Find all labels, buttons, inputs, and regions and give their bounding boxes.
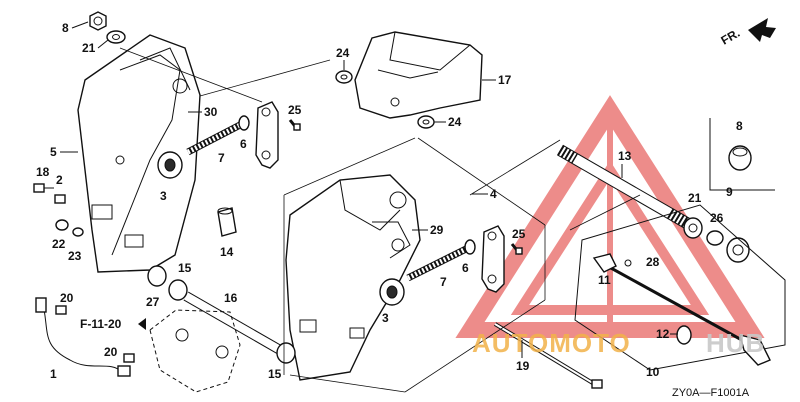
- part-callouts: 8 21 5 30 25 24 17 24 6 7 3 18 2 22 23 1…: [36, 21, 743, 381]
- ground-bolt-upper: [55, 305, 67, 315]
- callout-23: 23: [68, 249, 82, 263]
- callout-15-upper: 15: [178, 261, 192, 275]
- callout-28: 28: [646, 255, 660, 269]
- tilt-lock-bracket: [354, 31, 483, 119]
- callout-16: 16: [224, 291, 238, 305]
- callout-8-right: 8: [736, 119, 743, 133]
- callout-7-lower: 7: [440, 275, 447, 289]
- small-bolt-upper: [288, 119, 301, 131]
- callout-20-upper: 20: [60, 291, 74, 305]
- callout-15-lower: 15: [268, 367, 282, 381]
- collar-15-lower: [276, 342, 296, 364]
- tilt-rod-bolt-lower: [406, 239, 476, 282]
- callout-11: 11: [598, 273, 611, 287]
- callout-6-top: 6: [240, 137, 247, 151]
- small-bolt-lower: [510, 243, 523, 255]
- callout-3-lower: 3: [382, 311, 389, 325]
- callout-12: 12: [656, 327, 670, 341]
- tilt-tube: [557, 144, 693, 231]
- ground-cable: [35, 297, 131, 377]
- collar: [217, 207, 237, 237]
- right-stern-bracket: [285, 174, 421, 381]
- callout-27: 27: [146, 295, 160, 309]
- swivel-case-reference: [138, 309, 241, 393]
- tilt-lever-assembly: [574, 204, 786, 371]
- collar-15-upper: [168, 279, 188, 301]
- callout-3-top: 3: [160, 189, 167, 203]
- left-stern-bracket: [77, 34, 201, 273]
- washer-small: [55, 219, 84, 237]
- callout-17: 17: [498, 73, 512, 87]
- through-bolt: [493, 322, 603, 389]
- callout-25-top: 25: [288, 103, 302, 117]
- washer: [106, 30, 126, 44]
- callout-30: 30: [204, 105, 218, 119]
- callout-14: 14: [220, 245, 234, 259]
- callout-10: 10: [646, 365, 660, 379]
- nut: [89, 11, 107, 31]
- washer-24-lower: [417, 115, 435, 129]
- watermark-text: AUTOMOTO HUB: [472, 328, 765, 358]
- front-direction-arrow: FR.: [719, 18, 776, 48]
- ground-bolt-lower: [123, 353, 135, 363]
- cross-reference-label: F-11-20: [80, 317, 122, 331]
- link-plate-lower: [481, 225, 505, 293]
- callout-6-lower: 6: [462, 261, 469, 275]
- callout-13: 13: [618, 149, 632, 163]
- callout-1: 1: [50, 367, 57, 381]
- callout-9: 9: [726, 185, 733, 199]
- callout-26: 26: [710, 211, 724, 225]
- callout-29: 29: [430, 223, 444, 237]
- tilt-tube-cap: [709, 118, 775, 191]
- leader-lines: [119, 47, 641, 393]
- direction-label: FR.: [719, 26, 743, 48]
- callout-24-lower: 24: [448, 115, 462, 129]
- callout-8-top: 8: [62, 21, 69, 35]
- washer-24-upper: [335, 70, 353, 84]
- callout-20-lower: 20: [104, 345, 118, 359]
- callout-25-lower: 25: [512, 227, 526, 241]
- square-nut: [54, 194, 66, 204]
- watermark-text-part1: AUTOMOTO: [472, 328, 631, 358]
- bushing-lower: [379, 278, 405, 306]
- figure-code: ZY0A—F1001A: [672, 387, 750, 399]
- callout-21-right: 21: [688, 191, 702, 205]
- link-plate-upper: [255, 101, 279, 169]
- callout-18: 18: [36, 165, 50, 179]
- callout-22: 22: [52, 237, 66, 251]
- callout-24-top: 24: [336, 46, 350, 60]
- bushing-left: [157, 151, 183, 179]
- callout-2: 2: [56, 173, 63, 187]
- tilt-tube-ring: [706, 230, 724, 246]
- watermark-triangle: [455, 95, 765, 338]
- callout-19: 19: [516, 359, 530, 373]
- callout-7-top: 7: [218, 151, 225, 165]
- tilt-tube-nut: [726, 237, 750, 263]
- tilt-tube-washer: [683, 217, 703, 239]
- tilt-rod-bolt-upper: [186, 115, 250, 156]
- callout-4: 4: [490, 187, 497, 201]
- callout-5: 5: [50, 145, 57, 159]
- callout-21-top: 21: [82, 41, 96, 55]
- bolt: [33, 183, 54, 193]
- collar-27: [147, 265, 167, 287]
- watermark-text-part2: HUB: [706, 328, 765, 358]
